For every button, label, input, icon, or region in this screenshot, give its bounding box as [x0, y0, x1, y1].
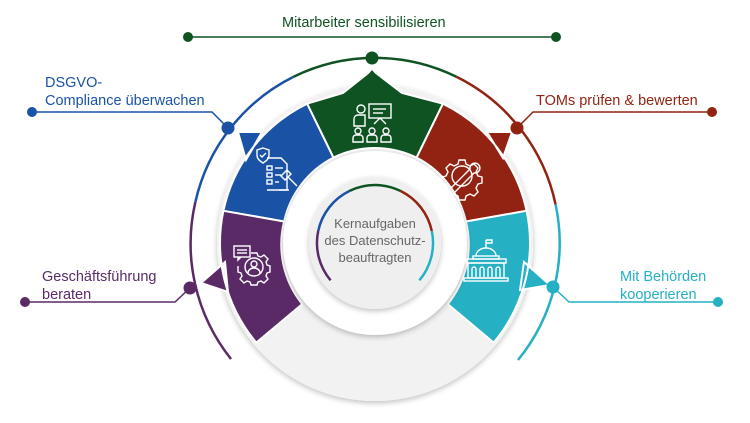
center-disc — [309, 177, 441, 309]
leader-teal — [546, 280, 723, 307]
shield-checklist-gavel-icon — [256, 147, 298, 191]
label-line: DSGVO- — [45, 75, 103, 91]
segment-purple — [199, 209, 304, 345]
label-mitarbeiter-sensibilisieren: Mitarbeiter sensibilisieren — [282, 14, 446, 32]
label-line: Mitarbeiter sensibilisieren — [282, 15, 446, 31]
leader-red — [510, 107, 717, 135]
label-toms-pruefen: TOMs prüfen & bewerten — [536, 92, 698, 110]
inner-arc-blue — [316, 189, 351, 232]
center-title-line: Kernaufgaben — [334, 216, 416, 231]
label-line: beraten — [42, 287, 92, 303]
segment-blue — [222, 102, 335, 223]
label-line: kooperieren — [620, 287, 697, 303]
label-line: TOMs prüfen & bewerten — [536, 93, 698, 109]
leader-purple — [20, 281, 197, 307]
label-mit-behoerden-kooperieren: Mit Behörden kooperieren — [620, 268, 706, 304]
inner-arc-red — [399, 189, 434, 232]
gear-person-chat-icon — [233, 245, 271, 286]
label-line: Mit Behörden — [620, 269, 707, 285]
inner-arc-green — [349, 183, 401, 193]
inner-arc-purple — [315, 230, 332, 282]
label-line: Geschäftsführung — [42, 269, 157, 285]
label-dsgvo-compliance: DSGVO- Compliance überwachen — [45, 74, 205, 110]
segment-green — [305, 68, 445, 159]
inner-arcs — [315, 183, 435, 282]
presentation-training-icon — [352, 103, 392, 143]
government-building-icon — [463, 239, 509, 282]
center-title: Kernaufgaben des Datenschutz- beauftragt… — [315, 215, 435, 266]
leader-blue — [27, 107, 235, 135]
center-title-line: beauftragten — [338, 250, 412, 265]
segment-teal — [446, 209, 553, 345]
inner-arc-teal — [418, 230, 435, 282]
label-geschaeftsfuehrung-beraten: Geschäftsführung beraten — [42, 268, 156, 304]
center-title-line: des Datenschutz- — [324, 233, 426, 248]
segment-red — [415, 102, 528, 223]
label-line: Compliance überwachen — [45, 93, 205, 109]
segment-green-pointer — [352, 70, 392, 94]
segments — [199, 68, 553, 345]
gear-wrench-icon — [441, 159, 483, 201]
leader-green — [183, 32, 561, 65]
